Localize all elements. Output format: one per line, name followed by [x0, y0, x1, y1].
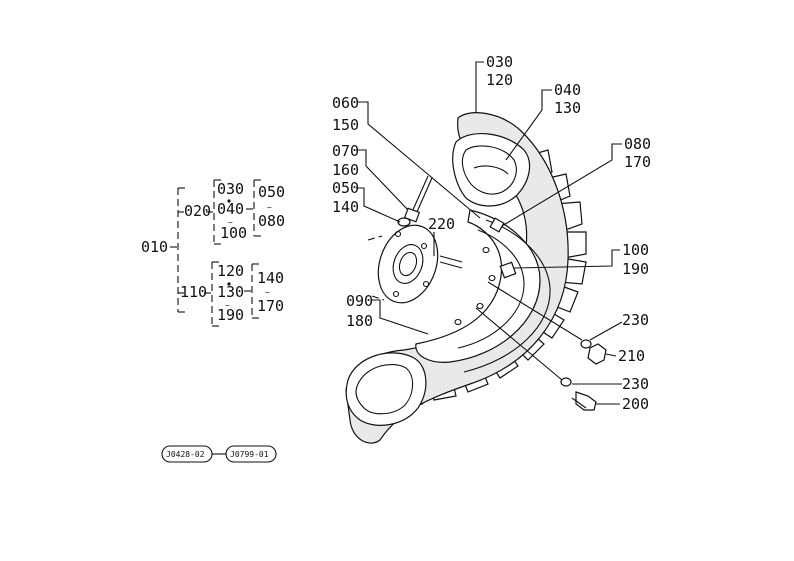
callout-130[interactable]: 130: [554, 99, 581, 117]
callout-060[interactable]: 060: [332, 94, 359, 112]
tree-group-a-item-1[interactable]: 030: [217, 180, 244, 198]
tree-group-a-item-3[interactable]: 100: [220, 224, 247, 242]
callout-180[interactable]: 180: [346, 312, 373, 330]
tree-group-a-range-sep: ~: [267, 203, 272, 212]
stud-bolt-mid: [439, 255, 463, 269]
tree-group-b-range-sep: ~: [265, 288, 270, 297]
reference-links: J0428-02 J0799-01: [161, 445, 277, 463]
callout-220[interactable]: 220: [428, 215, 455, 233]
callout-210[interactable]: 210: [618, 347, 645, 365]
nut-230a: [580, 339, 592, 349]
callout-140[interactable]: 140: [332, 198, 359, 216]
tire-section-bottom: [345, 352, 427, 426]
reference-bubble-2[interactable]: [225, 445, 277, 463]
callout-090[interactable]: 090: [346, 292, 373, 310]
callout-050[interactable]: 050: [332, 179, 359, 197]
rim-bolt-hole: [482, 246, 490, 254]
callout-200[interactable]: 200: [622, 395, 649, 413]
callout-170[interactable]: 170: [624, 153, 651, 171]
callout-120[interactable]: 120: [486, 71, 513, 89]
hub-flange: [367, 224, 439, 304]
tree-group-b-item-1[interactable]: 120: [217, 262, 244, 280]
callout-leaders: [356, 61, 623, 405]
callout-190[interactable]: 190: [622, 260, 649, 278]
wheel-rim: [415, 209, 551, 373]
callout-070[interactable]: 070: [332, 142, 359, 160]
callout-040[interactable]: 040: [554, 81, 581, 99]
washer-230b: [560, 377, 572, 387]
tree-group-b-item-3[interactable]: 190: [217, 306, 244, 324]
tree-group-a-range-start[interactable]: 050: [258, 183, 285, 201]
callout-030[interactable]: 030: [486, 53, 513, 71]
wheel-assembly-drawing: [345, 112, 607, 444]
callout-100[interactable]: 100: [622, 241, 649, 259]
callout-230-upper[interactable]: 230: [622, 311, 649, 329]
tree-group-b-label[interactable]: 110: [180, 283, 207, 301]
stud-bolt-upper: [411, 175, 433, 215]
callout-labels: 030 120 040 130 080 170 060 150 070 160 …: [332, 53, 651, 413]
reference-label-1[interactable]: J0428-02: [166, 450, 205, 459]
tire-section-top: [452, 132, 531, 207]
valve-bracket: [499, 261, 517, 279]
callout-080[interactable]: 080: [624, 135, 651, 153]
callout-230-lower[interactable]: 230: [622, 375, 649, 393]
tree-group-a-range-mark: ~: [228, 218, 233, 227]
tree-group-a-range-end[interactable]: 080: [258, 212, 285, 230]
callout-160[interactable]: 160: [332, 161, 359, 179]
bolt-200: [575, 391, 597, 411]
tree-group-b-range-end[interactable]: 170: [257, 297, 284, 315]
tree-group-b-range-start[interactable]: 140: [257, 269, 284, 287]
parts-tree: 010 020 030 040 100 ~ 050 ~ 080 110 120 …: [141, 179, 285, 327]
tree-group-b-range-mark: ~: [225, 301, 230, 310]
small-parts: [397, 175, 607, 411]
tree-root-label[interactable]: 010: [141, 238, 168, 256]
nut-210: [587, 343, 607, 365]
callout-150[interactable]: 150: [332, 116, 359, 134]
tree-group-a-item-2[interactable]: 040: [217, 200, 244, 218]
tree-group-b-item-2[interactable]: 130: [217, 283, 244, 301]
reference-label-2[interactable]: J0799-01: [230, 450, 269, 459]
tree-group-a-label[interactable]: 020: [184, 202, 211, 220]
